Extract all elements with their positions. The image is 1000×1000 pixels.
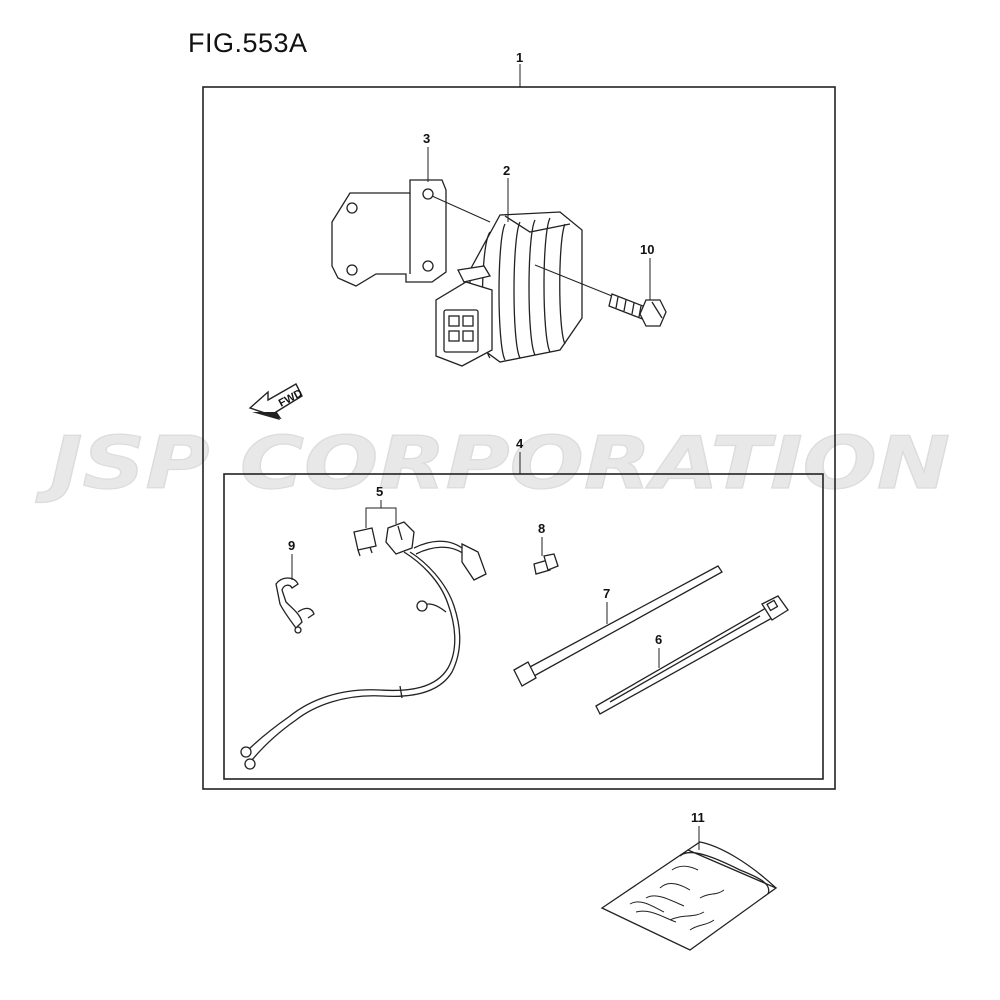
callout-6: 6 <box>655 632 662 647</box>
wire-harness <box>240 540 487 770</box>
cable-tie-7 <box>513 565 723 687</box>
assembly-line-bolt <box>534 264 613 297</box>
direction-label: FWD <box>277 387 305 409</box>
callout-3: 3 <box>423 131 430 146</box>
mounting-bracket <box>331 179 447 287</box>
callout-2: 2 <box>503 163 510 178</box>
leader-bracket-5 <box>365 500 397 528</box>
callout-9: 9 <box>288 538 295 553</box>
watermark: JSP CORPORATION <box>35 420 951 505</box>
screw <box>533 553 559 575</box>
callout-10: 10 <box>640 242 654 257</box>
harness-frame <box>223 473 824 780</box>
cable-tie-6 <box>595 595 789 715</box>
watermark-text: JSP CORPORATION <box>35 421 950 505</box>
figure-title: FIG.553A <box>188 28 308 58</box>
callout-11: 11 <box>691 810 705 825</box>
regulator-rectifier <box>435 211 583 367</box>
direction-arrow: FWD <box>248 383 305 420</box>
kit-frame <box>202 86 836 790</box>
callout-7: 7 <box>603 586 610 601</box>
fuse-holder <box>353 521 415 557</box>
instruction-bag <box>600 841 778 951</box>
callout-8: 8 <box>538 521 545 536</box>
assembly-line-bracket <box>431 195 491 223</box>
callout-5: 5 <box>376 484 383 499</box>
callout-4: 4 <box>516 436 524 451</box>
bolt <box>608 293 667 327</box>
callout-1: 1 <box>516 50 523 65</box>
clamp <box>275 577 315 634</box>
